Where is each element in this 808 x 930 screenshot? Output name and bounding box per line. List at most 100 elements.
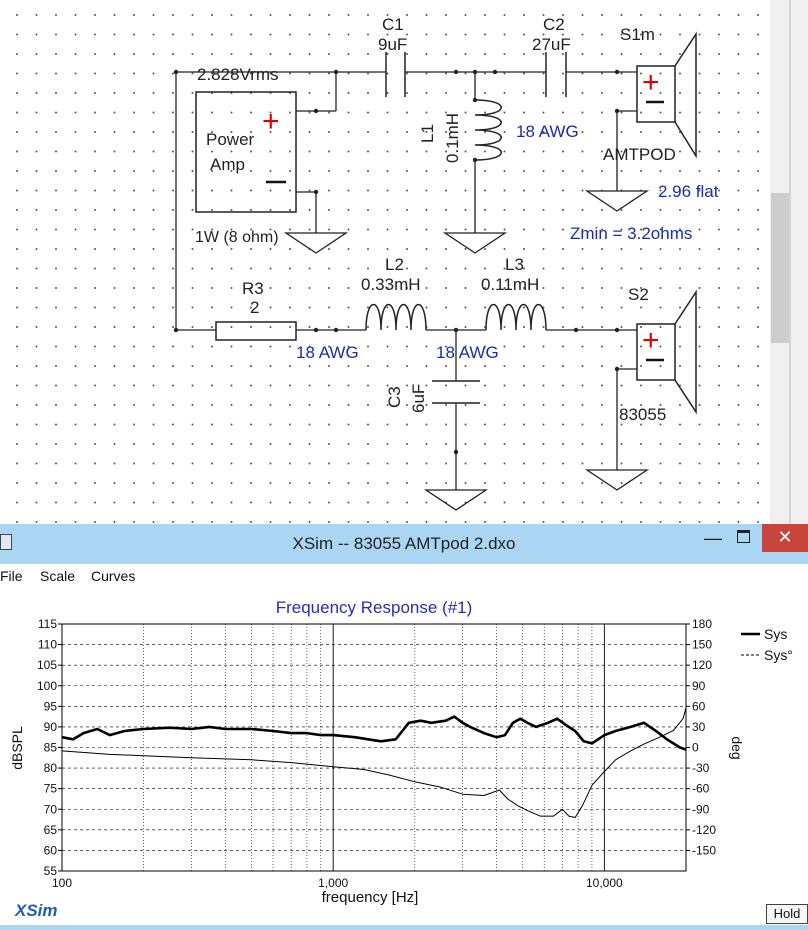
series-sys-line: [61, 715, 687, 751]
window-title: XSim -- 83055 AMTpod 2.dxo: [292, 534, 516, 553]
r3-wire-gauge: 18 AWG: [296, 343, 359, 362]
schematic-scrollbar-thumb[interactable]: [771, 193, 789, 343]
bottom-border: [0, 925, 808, 930]
l2-name: L2: [385, 255, 404, 274]
grid-lines: [62, 624, 686, 871]
s2-plus-sign: +: [642, 324, 660, 357]
y-tick-label: 110: [38, 638, 57, 652]
y-tick-label: 70: [44, 802, 58, 816]
y2-tick-label: 90: [692, 679, 706, 693]
amp-plus-sign: +: [262, 105, 280, 138]
c2-value: 27uF: [532, 35, 571, 54]
r3-name: R3: [242, 279, 264, 298]
y-tick-label: 95: [44, 699, 58, 713]
inductor-l3[interactable]: L3 0.11mH: [481, 255, 547, 331]
source-voltage-label: 2.828Vrms: [197, 65, 279, 84]
y-tick-label: 115: [38, 617, 57, 631]
y2-tick-label: 180: [692, 617, 712, 631]
speaker-s1[interactable]: +: [636, 31, 697, 159]
y2-tick-label: 0: [692, 741, 699, 755]
c1-value: 9uF: [378, 35, 407, 54]
menu-scale[interactable]: Scale: [40, 568, 76, 584]
l3-value: 0.11mH: [481, 275, 539, 294]
menu-file[interactable]: File: [0, 568, 23, 584]
y-tick-label: 65: [44, 823, 58, 837]
amp-label-1: Power: [206, 130, 255, 149]
y-tick-label: 100: [37, 679, 57, 693]
y2-tick-label: 120: [692, 658, 712, 672]
hold-button[interactable]: Hold: [766, 904, 808, 924]
legend: Sys Sys°: [741, 626, 793, 663]
series-lines: [61, 707, 687, 818]
legend-sys-label: Sys: [764, 626, 787, 642]
c3-value: 6uF: [409, 384, 428, 413]
y2-tick-label: 30: [692, 720, 706, 734]
y2-tick-label: 60: [692, 699, 706, 713]
capacitor-c3[interactable]: C3 6uF: [385, 380, 480, 413]
y-tick-label: 105: [37, 658, 57, 672]
resistor-r3[interactable]: R3 2: [215, 279, 297, 341]
s2-driver: 83055: [619, 405, 666, 424]
y-tick-label: 80: [44, 761, 58, 775]
ground-symbols: [283, 190, 650, 511]
x-tick-label: 1,000: [318, 876, 348, 890]
y2-axis-label: deg: [729, 736, 745, 759]
title-bar[interactable]: XSim -- 83055 AMTpod 2.dxo — ✕: [0, 524, 808, 564]
x-tick-label: 10,000: [586, 876, 623, 890]
amp-label-2: Amp: [210, 155, 245, 174]
amp-rating-label: 1W (8 ohm): [195, 229, 279, 246]
power-amp[interactable]: Power Amp +: [195, 91, 297, 213]
r3-value: 2: [250, 298, 259, 317]
app-icon[interactable]: [0, 534, 12, 550]
inductor-l2[interactable]: L2 0.33mH: [361, 255, 427, 331]
y2-tick-label: -150: [692, 843, 716, 857]
l2-wire-gauge: 18 AWG: [436, 343, 499, 362]
zmin-label: Zmin = 3.2ohms: [570, 224, 692, 243]
c2-name: C2: [543, 15, 565, 34]
frequency-response-chart[interactable]: Frequency Response (#1) 100 1,000 10,000 5…: [0, 588, 808, 930]
legend-sysdeg-label: Sys°: [764, 647, 793, 663]
c3-name: C3: [385, 386, 404, 408]
s2-name: S2: [628, 285, 649, 304]
minimize-button[interactable]: —: [704, 528, 722, 548]
y-axis-label: dBSPL: [9, 726, 25, 770]
y-tick-label: 85: [44, 741, 58, 755]
capacitor-c2[interactable]: C2 27uF: [532, 15, 571, 97]
y2-tick-label: -30: [692, 761, 710, 775]
y-tick-label: 90: [44, 720, 58, 734]
y2-tick-label: -120: [692, 823, 716, 837]
capacitor-c1[interactable]: C1 9uF: [378, 15, 407, 97]
s1-note: 2.96 flat: [658, 182, 719, 201]
s1-driver: AMTPOD: [603, 145, 676, 164]
l3-name: L3: [505, 255, 524, 274]
y-tick-labels: 55 60 65 70 75 80 85 90 95 100 105 110 115: [37, 617, 62, 878]
maximize-button[interactable]: [730, 526, 756, 552]
y-tick-label: 55: [44, 864, 58, 878]
l2-value: 0.33mH: [361, 275, 421, 294]
l1-name: L1: [418, 124, 437, 143]
xsim-window: XSim -- 83055 AMTpod 2.dxo — ✕ File Scal…: [0, 524, 808, 930]
s1-name: S1m: [620, 25, 655, 44]
series-sysdeg-line: [61, 707, 687, 818]
y-tick-label: 60: [44, 843, 58, 857]
s1-plus-sign: +: [642, 66, 660, 99]
y2-tick-label: -90: [692, 802, 710, 816]
schematic-canvas[interactable]: Power Amp + 2.828Vrms 1W (8 ohm) C1 9uF …: [0, 0, 808, 524]
inductor-l1[interactable]: L1 0.1mH: [418, 99, 502, 163]
menu-bar: File Scale Curves: [0, 564, 808, 588]
close-button[interactable]: ✕: [762, 524, 808, 552]
l1-value: 0.1mH: [443, 113, 462, 163]
y-tick-label: 75: [44, 782, 58, 796]
speaker-s2[interactable]: +: [636, 289, 697, 415]
menu-curves[interactable]: Curves: [91, 568, 136, 584]
chart-title: Frequency Response (#1): [276, 598, 473, 617]
maximize-icon: [737, 530, 750, 543]
y2-tick-label: 150: [692, 638, 712, 652]
x-axis-label: frequency [Hz]: [322, 889, 419, 906]
xsim-brand: XSim: [15, 901, 58, 920]
dot-grid: [0, 0, 770, 524]
c1-name: C1: [382, 15, 404, 34]
l1-wire-gauge: 18 AWG: [516, 122, 579, 141]
